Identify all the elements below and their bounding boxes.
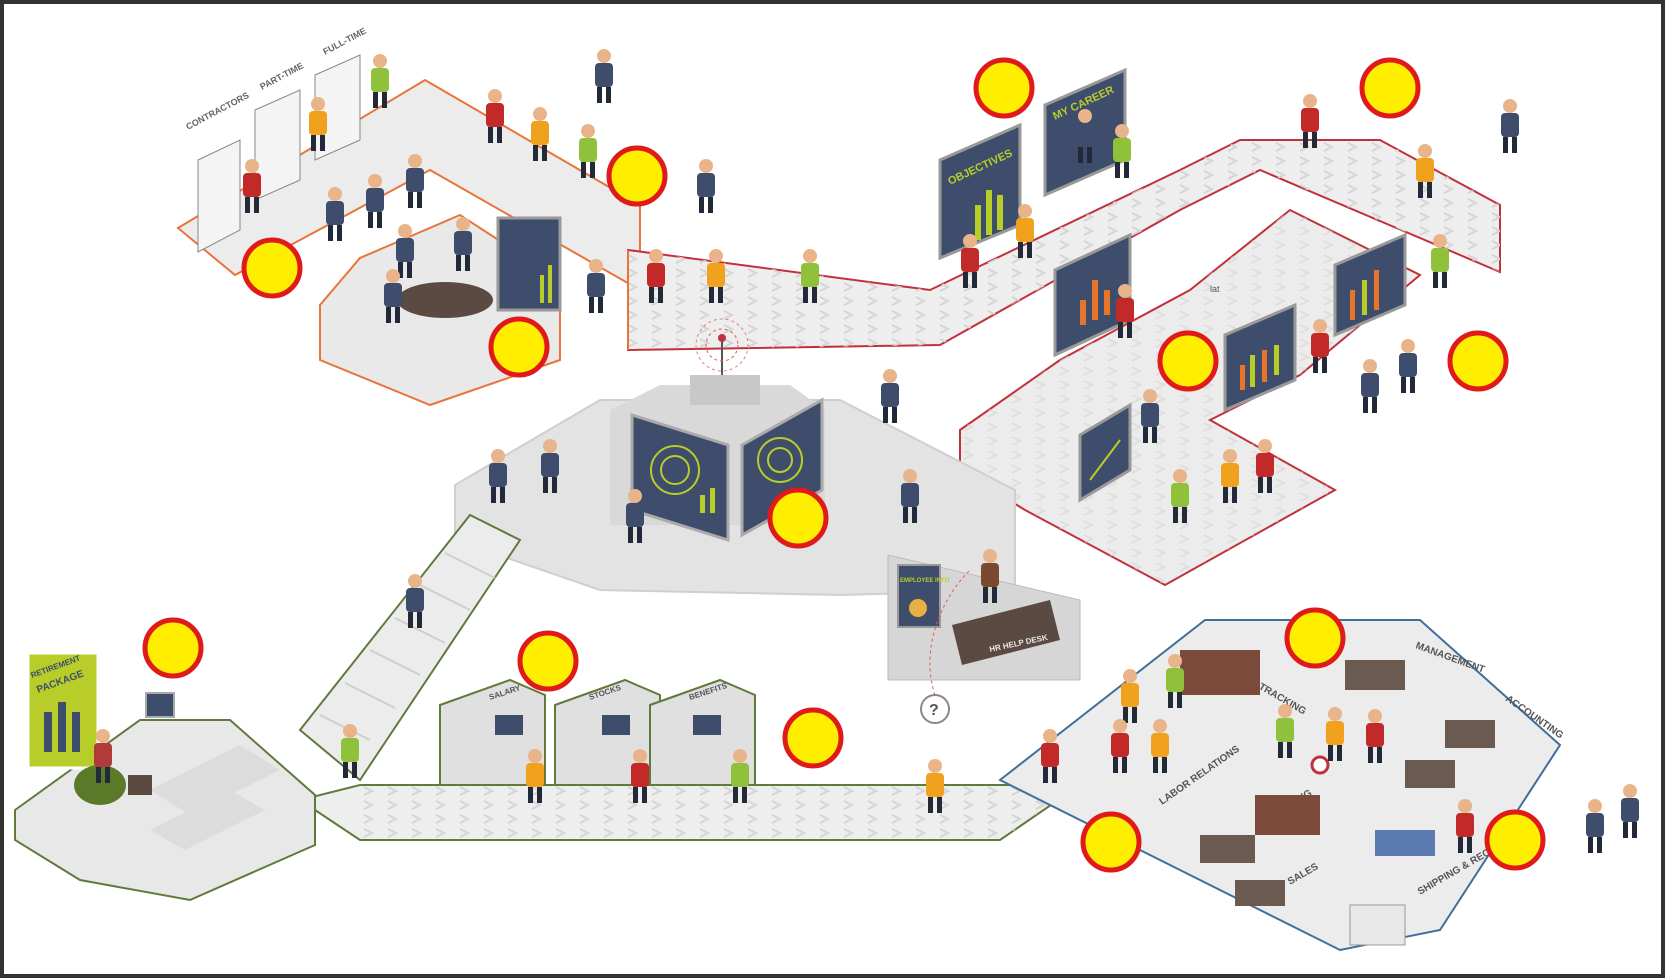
hotspot-9[interactable]	[142, 617, 204, 679]
hotspot-3[interactable]	[606, 145, 668, 207]
hotspot-8[interactable]	[767, 487, 829, 549]
hotspot-5[interactable]	[488, 316, 550, 378]
board-objectives: OBJECTIVES	[938, 122, 1022, 261]
hotspot-10[interactable]	[517, 630, 579, 692]
door-label-contractors: CONTRACTORS	[184, 90, 250, 132]
benefit-booths: SALARY STOCKS BENEFITS	[439, 678, 756, 786]
board-analytics-3	[1333, 232, 1407, 338]
hotspot-4[interactable]	[241, 237, 303, 299]
stairs	[150, 513, 522, 850]
retirement-area: RETIREMENT PACKAGE	[26, 651, 175, 805]
hotspot-layer	[142, 57, 1546, 873]
hotspot-7[interactable]	[1447, 330, 1509, 392]
question-bubble: ?	[920, 569, 971, 724]
meeting-table	[397, 216, 562, 318]
floor-lower-path	[297, 784, 1084, 841]
board-presentation	[1078, 402, 1132, 503]
employee-info-label: EMPLOYEE INFO	[900, 578, 950, 584]
hotspot-14[interactable]	[1484, 809, 1546, 871]
board-hub-left	[630, 412, 730, 543]
board-analytics-2	[1223, 302, 1297, 413]
hotspot-11[interactable]	[1284, 607, 1346, 669]
hr-help-desk: HR HELP DESK EMPLOYEE INFO	[887, 549, 1081, 681]
hotspot-6[interactable]	[1157, 330, 1219, 392]
question-mark: ?	[929, 702, 939, 719]
door-label-part-time: PART-TIME	[258, 60, 305, 91]
path-upper	[627, 139, 1501, 352]
hotspot-12[interactable]	[782, 707, 844, 769]
hotspot-13[interactable]	[1080, 811, 1142, 873]
door-label-full-time: FULL-TIME	[321, 26, 368, 57]
hotspot-1[interactable]	[973, 57, 1035, 119]
small-mark: lat	[1210, 284, 1220, 294]
floor-analytics	[959, 208, 1422, 587]
hotspot-2[interactable]	[1359, 57, 1421, 119]
